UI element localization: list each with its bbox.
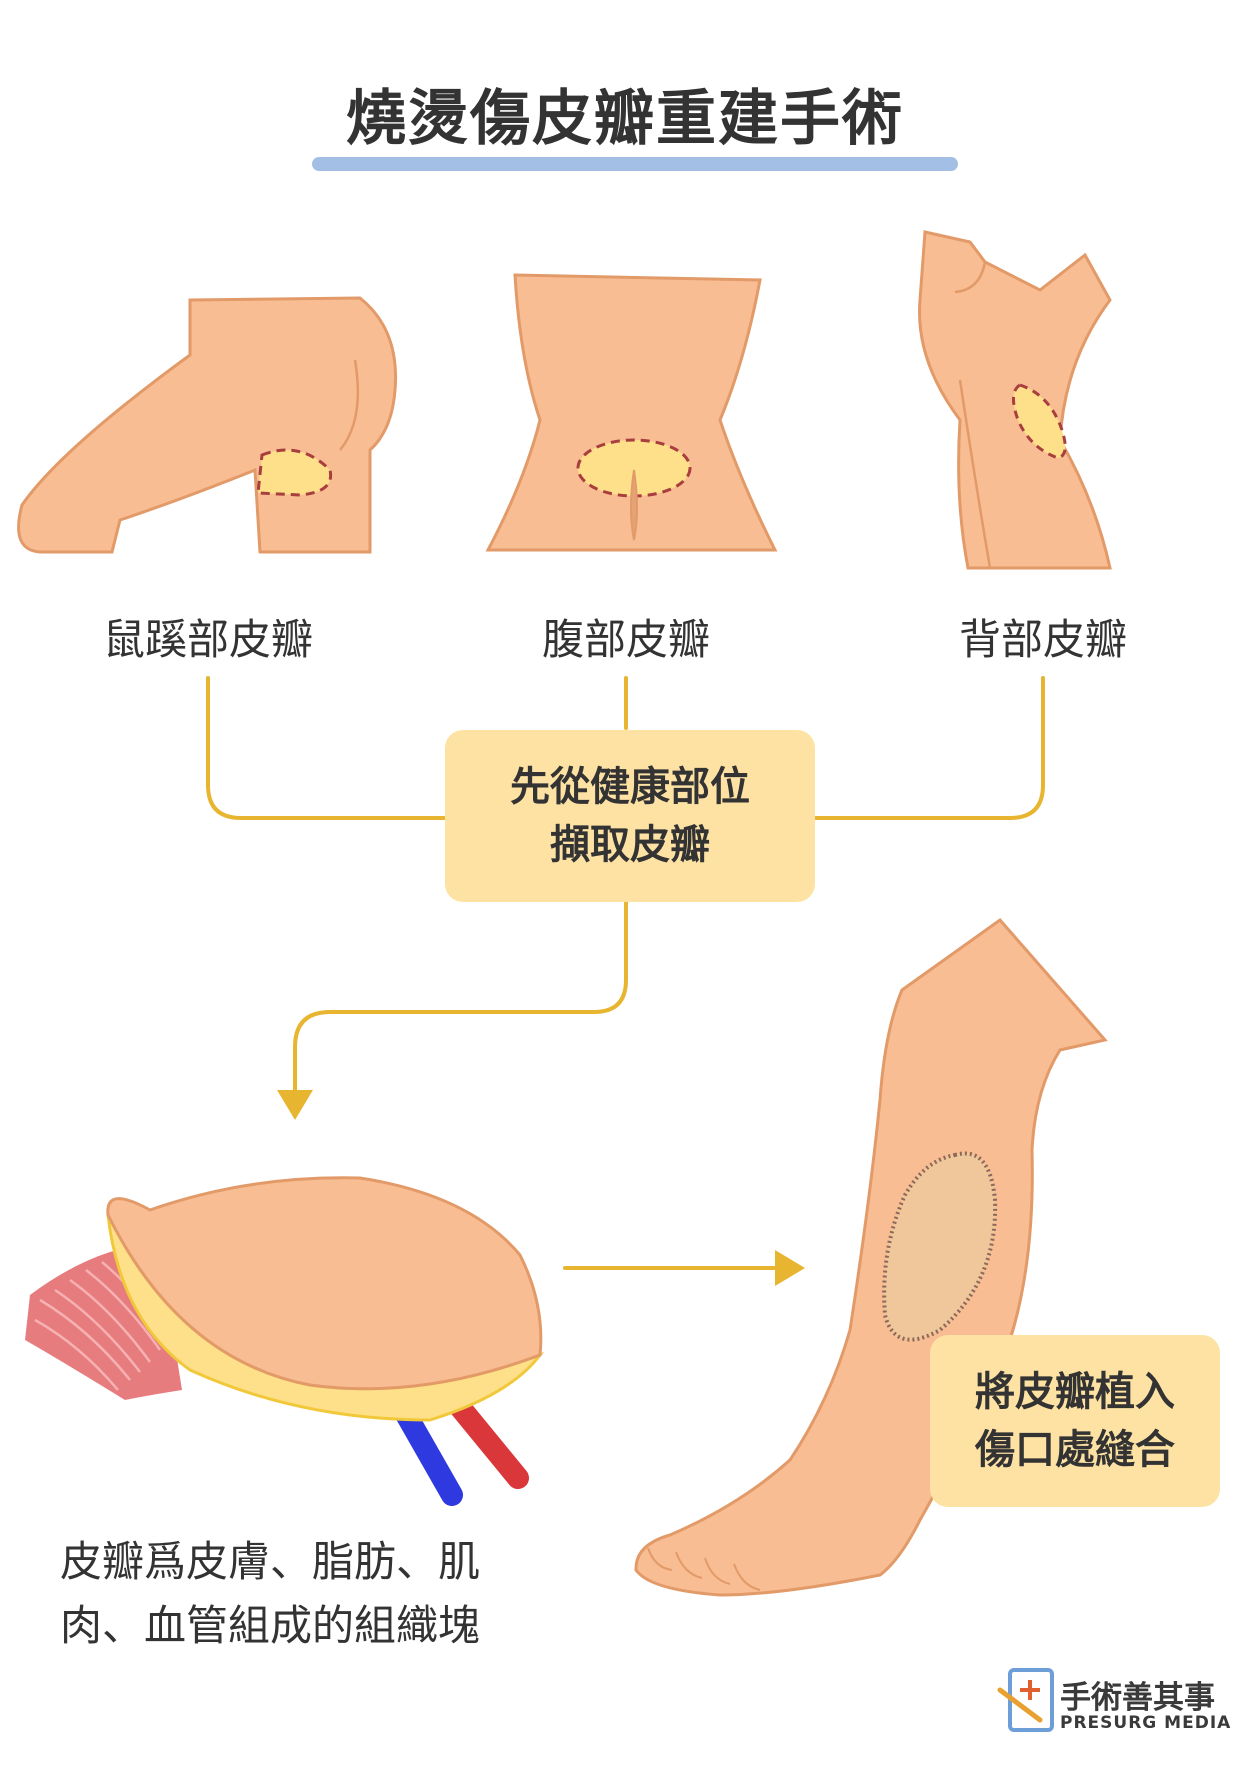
flap-caption: 皮瓣爲皮膚、脂肪、肌 肉、血管組成的組織塊 <box>60 1530 520 1658</box>
back-figure <box>918 230 1112 570</box>
flap-cross-section <box>25 1176 545 1506</box>
navel <box>630 469 638 541</box>
label-abdomen-flap: 腹部皮瓣 <box>541 615 710 664</box>
flap-caption-line1: 皮瓣爲皮膚、脂肪、肌 <box>60 1537 481 1586</box>
label-groin-flap: 鼠蹊部皮瓣 <box>102 615 313 664</box>
groin-flap-outline <box>256 448 333 497</box>
step-harvest-box: 先從健康部位 擷取皮瓣 <box>445 730 815 902</box>
step-graft-box: 將皮瓣植入 傷口處縫合 <box>930 1335 1220 1507</box>
step-graft-line2: 傷口處縫合 <box>975 1427 1175 1473</box>
down-arrow-head <box>277 1090 313 1120</box>
groin-figure <box>17 296 398 554</box>
step-harvest-line1: 先從健康部位 <box>510 764 750 810</box>
step-graft-line1: 將皮瓣植入 <box>975 1369 1175 1415</box>
connector-lines <box>206 676 1045 1107</box>
skin-layer <box>106 1176 543 1391</box>
back-flap-outline <box>1012 383 1067 460</box>
step-harvest-line2: 擷取皮瓣 <box>550 822 710 868</box>
title-underline <box>312 157 958 171</box>
leg-figure <box>634 917 1108 1597</box>
page-title: 燒燙傷皮瓣重建手術 <box>346 84 904 154</box>
abdomen-figure <box>485 273 778 552</box>
flap-caption-line2: 肉、血管組成的組織塊 <box>60 1601 481 1650</box>
right-arrow-head <box>775 1250 805 1286</box>
label-back-flap: 背部皮瓣 <box>958 615 1127 664</box>
brand-name-en: PRESURG MEDIA <box>1060 1713 1232 1733</box>
grafted-flap <box>882 1151 998 1342</box>
brand-logo-icon <box>997 1668 1054 1732</box>
brand-name-cn: 手術善其事 <box>1060 1680 1215 1716</box>
